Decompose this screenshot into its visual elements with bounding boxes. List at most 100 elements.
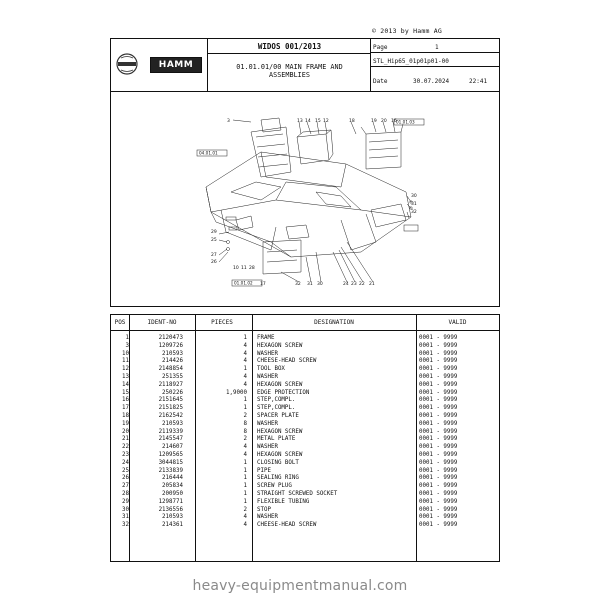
- cell-pos: 1: [125, 335, 130, 341]
- col-divider: [129, 315, 130, 561]
- col-divider: [195, 315, 196, 561]
- col-divider: [252, 315, 253, 561]
- callout-29: 29: [211, 229, 217, 235]
- assembly-title-line1: 01.01.01/00 MAIN FRAME AND: [236, 63, 343, 71]
- callout-21: 21: [369, 281, 375, 287]
- date-value: 30.07.2024: [413, 78, 450, 85]
- cell-valid: 0001 - 9999: [419, 389, 458, 396]
- page-row: Page 1: [371, 43, 499, 53]
- cell-designation: PIPE: [257, 467, 271, 474]
- callout-31: 31: [411, 201, 417, 207]
- cell-valid: 0001 - 9999: [419, 420, 458, 427]
- cell-designation: TOOL BOX: [257, 366, 285, 373]
- cell-pos: 25: [122, 467, 129, 474]
- cell-designation: WASHER: [257, 514, 278, 521]
- cell-designation: HEXAGON SCREW: [257, 342, 303, 349]
- cell-valid: 0001 - 9999: [419, 350, 458, 357]
- cell-pieces: 1: [243, 490, 248, 497]
- cell-pieces: 2: [243, 506, 248, 513]
- assembly-title-line2: ASSEMBLIES: [269, 71, 310, 79]
- main-frame-drawing: 3 13 14 15 12 18 19 20 16 30 31 32 29 25…: [196, 117, 425, 287]
- cell-ident: 200950: [162, 490, 183, 497]
- callout-15: 15: [315, 118, 321, 124]
- callout-28: 28: [249, 265, 255, 271]
- cell-valid: 0001 - 9999: [419, 498, 458, 505]
- cell-designation: STRAIGHT SCREWED SOCKET: [257, 490, 338, 497]
- cell-pieces: 4: [243, 350, 248, 357]
- cell-designation: WASHER: [257, 373, 278, 380]
- cell-pos: 14: [122, 381, 129, 388]
- cell-valid: 0001 - 9999: [419, 342, 458, 349]
- cell-pos: 27: [122, 483, 129, 490]
- ref-04-01-01: 04.01.01: [199, 151, 218, 156]
- cell-pos: 29: [122, 498, 129, 505]
- cell-valid: 0001 - 9999: [419, 483, 458, 490]
- cell-valid: 0001 - 9999: [419, 397, 458, 404]
- cell-ident: 214361: [162, 522, 183, 529]
- cell-ident: 214607: [162, 444, 183, 451]
- wirtgen-group-logo: [116, 53, 138, 75]
- callout-3: 3: [227, 118, 230, 124]
- cell-ident: 2136556: [158, 506, 183, 513]
- cell-pos: 22: [122, 444, 129, 451]
- col-header-pos: POS: [114, 319, 126, 326]
- cell-pieces: 4: [243, 373, 248, 380]
- cell-pieces: 2: [243, 436, 248, 443]
- cell-pos: 3: [125, 342, 130, 349]
- cell-designation: HEXAGON SCREW: [257, 451, 303, 458]
- callout-26: 26: [211, 259, 217, 265]
- cell-pieces: 1: [243, 405, 248, 412]
- cell-ident: 210593: [162, 420, 183, 427]
- cell-valid: 0001 - 9999: [419, 490, 458, 497]
- cell-ident: 2148854: [158, 366, 183, 373]
- header-divider: [111, 330, 499, 331]
- cell-valid: 0001 - 9999: [419, 335, 458, 341]
- cell-designation: STOP: [257, 506, 271, 513]
- model-title: WIDOS 001/2013: [208, 39, 371, 54]
- callout-14: 14: [305, 118, 311, 124]
- cell-valid: 0001 - 9999: [419, 475, 458, 482]
- cell-designation: CLOSING BOLT: [257, 459, 299, 466]
- cell-designation: STEP,COMPL.: [257, 397, 296, 404]
- cell-valid: 0001 - 9999: [419, 358, 458, 365]
- copyright-notice: © 2013 by Hamm AG: [372, 27, 442, 35]
- cell-pos: 13: [122, 373, 129, 380]
- callout-10: 10: [233, 265, 239, 271]
- cell-ident: 205834: [162, 483, 183, 490]
- cell-ident: 2151645: [158, 397, 183, 404]
- cell-designation: METAL PLATE: [257, 436, 296, 443]
- assembly-title: 01.01.01/00 MAIN FRAME AND ASSEMBLIES: [208, 63, 371, 79]
- callout-24: 24: [343, 281, 349, 287]
- drawing-code: STL_Hip65_01p01p01-00: [373, 58, 449, 65]
- callout-13: 13: [297, 118, 303, 124]
- cell-designation: EDGE PROTECTION: [257, 389, 310, 396]
- cell-valid: 0001 - 9999: [419, 506, 458, 513]
- cell-ident: 214426: [162, 358, 183, 365]
- cell-pos: 17: [122, 405, 129, 412]
- ref-01-01-02: 01.01.02: [234, 281, 253, 286]
- title-cell: WIDOS 001/2013 01.01.01/00 MAIN FRAME AN…: [208, 39, 371, 91]
- cell-ident: 2151825: [158, 405, 183, 412]
- callout-30: 30: [411, 193, 417, 199]
- cell-ident: 2162542: [158, 412, 183, 419]
- callout-12: 12: [323, 118, 329, 124]
- cell-pieces: 4: [243, 444, 248, 451]
- cell-valid: 0001 - 9999: [419, 373, 458, 380]
- cell-valid: 0001 - 9999: [419, 428, 458, 435]
- cell-designation: STEP,COMPL.: [257, 405, 296, 412]
- cell-designation: CHEESE-HEAD SCREW: [257, 522, 317, 529]
- cell-pieces: 4: [243, 522, 248, 529]
- cell-pieces: 1,9000: [226, 389, 247, 396]
- cell-pieces: 2: [243, 412, 248, 419]
- cell-designation: SCREW PLUG: [257, 483, 292, 490]
